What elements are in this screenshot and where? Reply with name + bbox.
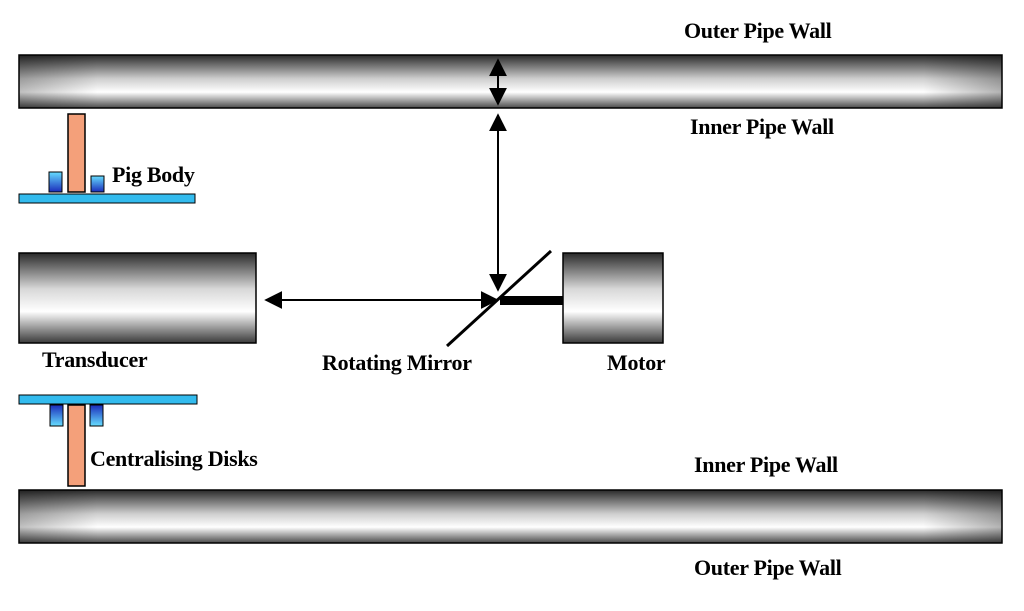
outer-pipe-wall-top-label: Outer Pipe Wall (684, 18, 832, 43)
motor-label: Motor (607, 350, 666, 375)
rotating-mirror-label: Rotating Mirror (322, 350, 472, 375)
transducer (18, 252, 257, 344)
rotating-mirror (445, 249, 553, 348)
pig-body-label: Pig Body (112, 162, 195, 187)
inner-pipe-wall-bottom-label: Inner Pipe Wall (694, 452, 838, 477)
pig-body-lower (18, 394, 198, 487)
motor-shaft (500, 296, 563, 305)
pig-body-upper (18, 113, 196, 204)
centralising-disk-plate (18, 394, 198, 405)
centralising-disk-block (48, 171, 63, 193)
transducer-label: Transducer (42, 347, 148, 372)
outer-pipe-wall-bottom-label: Outer Pipe Wall (694, 555, 842, 580)
centralising-disks-label: Centralising Disks (90, 446, 258, 471)
top-pipe-wall (18, 54, 1003, 109)
centralising-disk-block (89, 404, 104, 427)
pig-body-bar (67, 113, 86, 193)
centralising-disk-block (49, 404, 64, 427)
pig-body-bar (67, 404, 86, 487)
bottom-pipe-wall (18, 489, 1003, 544)
inner-pipe-wall-top-label: Inner Pipe Wall (690, 114, 834, 139)
motor (562, 252, 664, 344)
centralising-disk-block (90, 175, 105, 193)
centralising-disk-plate (18, 193, 196, 204)
